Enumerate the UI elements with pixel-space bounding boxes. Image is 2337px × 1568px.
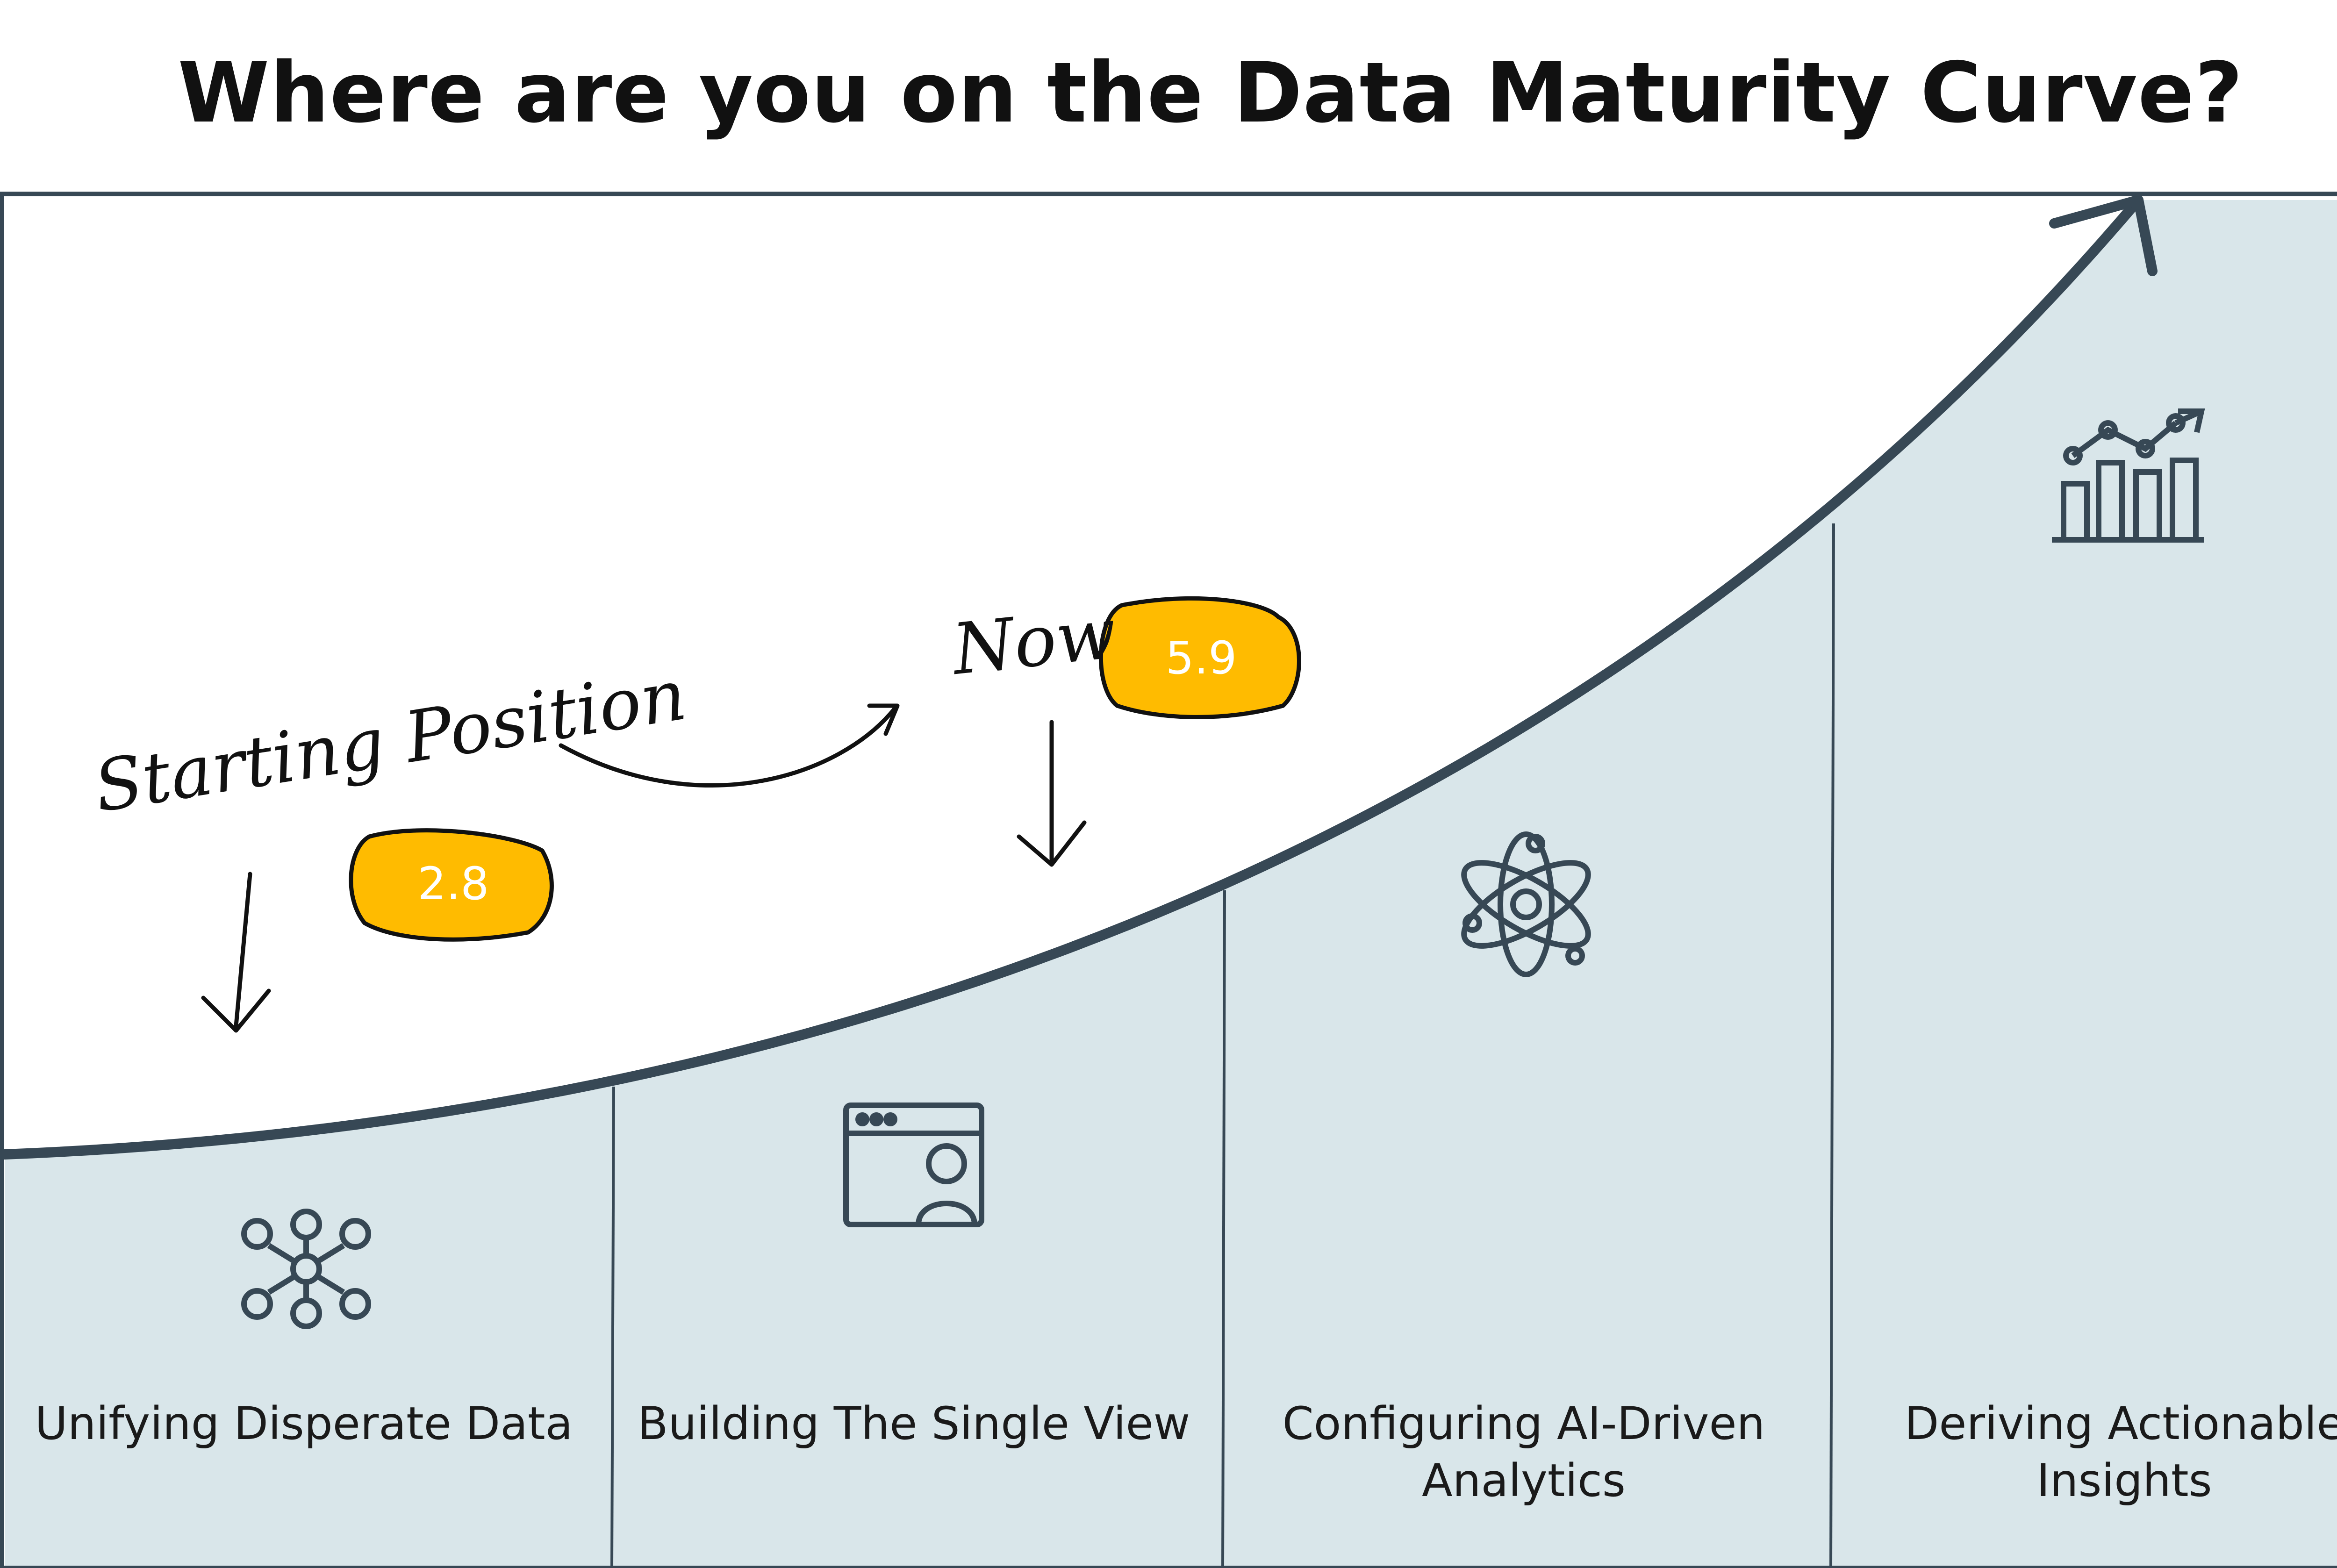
stage-label-2: Building The Single View: [637, 1397, 1190, 1450]
now-score-value: 5.9: [1165, 632, 1237, 684]
stage-label-3: Configuring AI-Driven Analytics: [1282, 1397, 1765, 1507]
stage-label-4: Deriving Actionable Insights: [1904, 1397, 2337, 1507]
start-down-arrow: [201, 872, 271, 1033]
start-score-value: 2.8: [417, 858, 489, 910]
diagram-frame: [0, 192, 2337, 1568]
now-score-badge: [1098, 596, 1301, 719]
atom-icon: [1461, 831, 1591, 977]
stage-divider-3: [1829, 523, 1835, 1568]
stage-divider-2: [1221, 890, 1226, 1568]
network-hub-icon: [241, 1209, 371, 1329]
page-title: Where are you on the Data Maturity Curve…: [178, 44, 2244, 141]
maturity-area-fill: [5, 200, 2337, 1568]
stage-divider-1: [610, 1086, 615, 1568]
progress-arrow: [559, 703, 900, 788]
stage-label-1: Unifying Disperate Data: [35, 1397, 573, 1450]
maturity-curve: [0, 195, 2143, 1160]
growth-chart-icon: [2052, 408, 2205, 543]
start-score-badge: [349, 828, 554, 942]
browser-user-icon: [843, 1103, 984, 1227]
curve-arrowhead: [2049, 195, 2158, 276]
now-label: Now: [949, 593, 1120, 691]
now-down-arrow: [1017, 720, 1087, 867]
